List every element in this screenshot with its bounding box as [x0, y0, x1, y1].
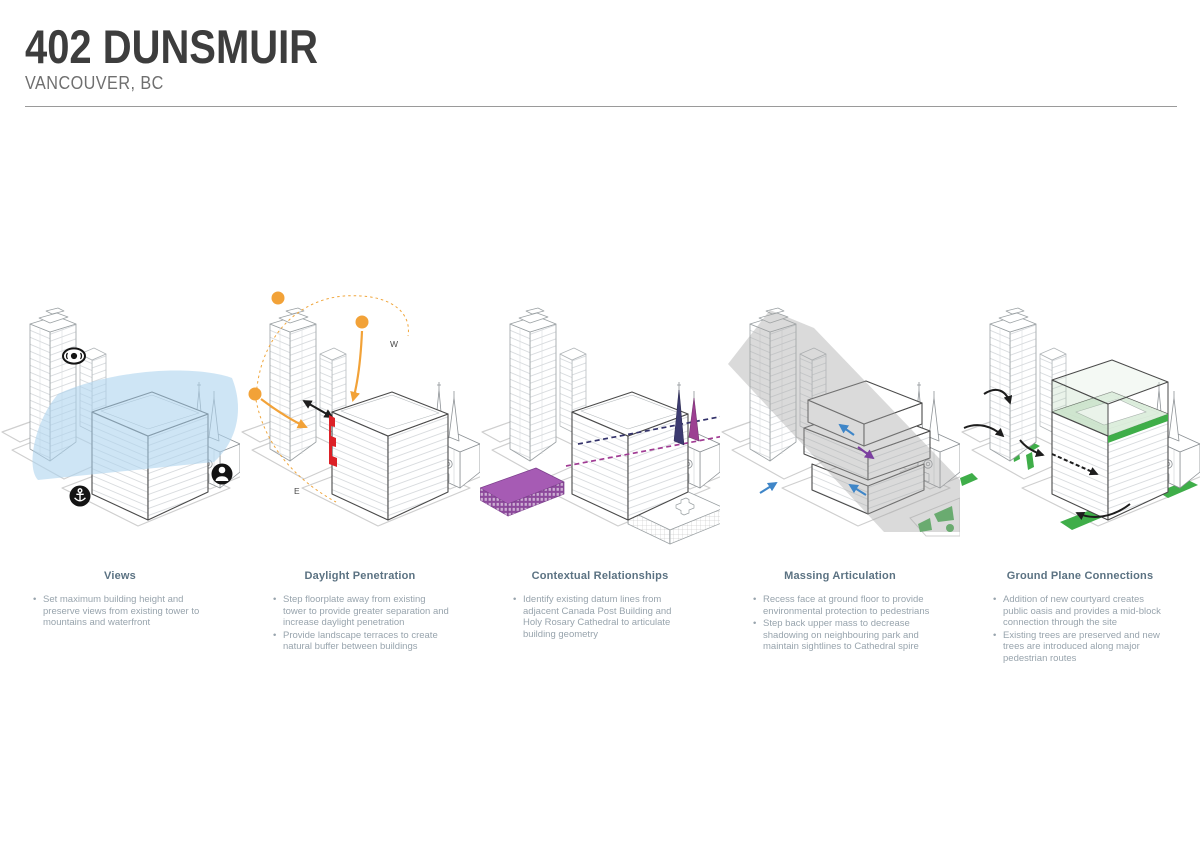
bullet-item: Step floorplate away from existing tower… — [272, 594, 450, 629]
bullet-item: Addition of new courtyard creates public… — [992, 594, 1170, 629]
project-header: 402 DUNSMUIR VANCOUVER, BC — [25, 22, 370, 94]
groundplane-bullets: Addition of new courtyard creates public… — [990, 594, 1170, 664]
context-building-wireframe — [627, 489, 720, 545]
bullet-item: Provide landscape terraces to create nat… — [272, 630, 450, 653]
pedestrian-route-arrows — [963, 388, 1131, 520]
views-figure — [1, 307, 240, 527]
massing-arrows — [759, 423, 875, 496]
bullet-item: Recess face at ground floor to provide e… — [752, 594, 930, 617]
pedestrian-icon — [211, 463, 233, 485]
daylight-bullets: Step floorplate away from existing tower… — [270, 594, 450, 653]
east-label: E — [294, 486, 300, 496]
datum-line-lower — [565, 435, 720, 467]
bullet-item: Identify existing datum lines from adjac… — [512, 594, 690, 640]
views-caption: Views Set maximum building height and pr… — [30, 570, 210, 629]
separation-arrow — [302, 400, 334, 418]
diagram-board: Views Set maximum building height and pr… — [0, 282, 1200, 665]
header-divider — [25, 106, 1177, 107]
datum-line-upper — [577, 415, 720, 445]
panel-daylight: W E Daylight Penetration Step floorplate… — [240, 282, 480, 665]
massing-caption: Massing Articulation Recess face at grou… — [750, 570, 930, 653]
panel-views: Views Set maximum building height and pr… — [0, 282, 240, 665]
sun-position-dots — [248, 291, 369, 401]
upper-volume-outline — [1051, 359, 1169, 437]
articulated-massing — [803, 380, 931, 515]
anchor-icon — [69, 485, 91, 507]
bullet-item: Existing trees are preserved and new tre… — [992, 630, 1170, 665]
shadow-band-overlay — [728, 310, 960, 532]
view-eye-icon — [62, 347, 86, 365]
contextual-caption: Contextual Relationships Identify existi… — [510, 570, 690, 640]
massing-heading: Massing Articulation — [784, 570, 896, 582]
daylight-heading: Daylight Penetration — [304, 570, 416, 582]
project-location: VANCOUVER, BC — [25, 73, 164, 94]
groundplane-caption: Ground Plane Connections Addition of new… — [990, 570, 1170, 664]
contextual-heading: Contextual Relationships — [531, 570, 669, 582]
panel-groundplane: Ground Plane Connections Addition of new… — [960, 282, 1200, 665]
groundplane-heading: Ground Plane Connections — [1006, 570, 1154, 582]
canada-post-building-highlight — [480, 467, 565, 517]
daylight-figure: W E — [241, 291, 480, 527]
daylight-arrows — [260, 330, 364, 429]
views-heading: Views — [104, 570, 136, 582]
views-bullets: Set maximum building height and preserve… — [30, 594, 210, 629]
sun-path-arc — [255, 295, 409, 503]
courtyard-terrace — [1052, 392, 1168, 443]
cathedral-spire-highlights — [673, 389, 700, 446]
contextual-bullets: Identify existing datum lines from adjac… — [510, 594, 690, 640]
view-cone-overlay — [32, 370, 239, 480]
contextual-figure — [480, 307, 720, 545]
groundplane-figure — [960, 307, 1200, 530]
stepped-floorplate-highlight — [329, 415, 337, 467]
panel-massing: Massing Articulation Recess face at grou… — [720, 282, 960, 665]
daylight-caption: Daylight Penetration Step floorplate awa… — [270, 570, 450, 653]
massing-bullets: Recess face at ground floor to provide e… — [750, 594, 930, 653]
project-title: 402 DUNSMUIR — [25, 20, 319, 73]
massing-figure — [721, 307, 960, 537]
neighbouring-park — [909, 497, 960, 537]
west-label: W — [390, 339, 398, 349]
panel-contextual: Contextual Relationships Identify existi… — [480, 282, 720, 665]
bullet-item: Set maximum building height and preserve… — [32, 594, 210, 629]
bullet-item: Step back upper mass to decrease shadowi… — [752, 618, 930, 653]
